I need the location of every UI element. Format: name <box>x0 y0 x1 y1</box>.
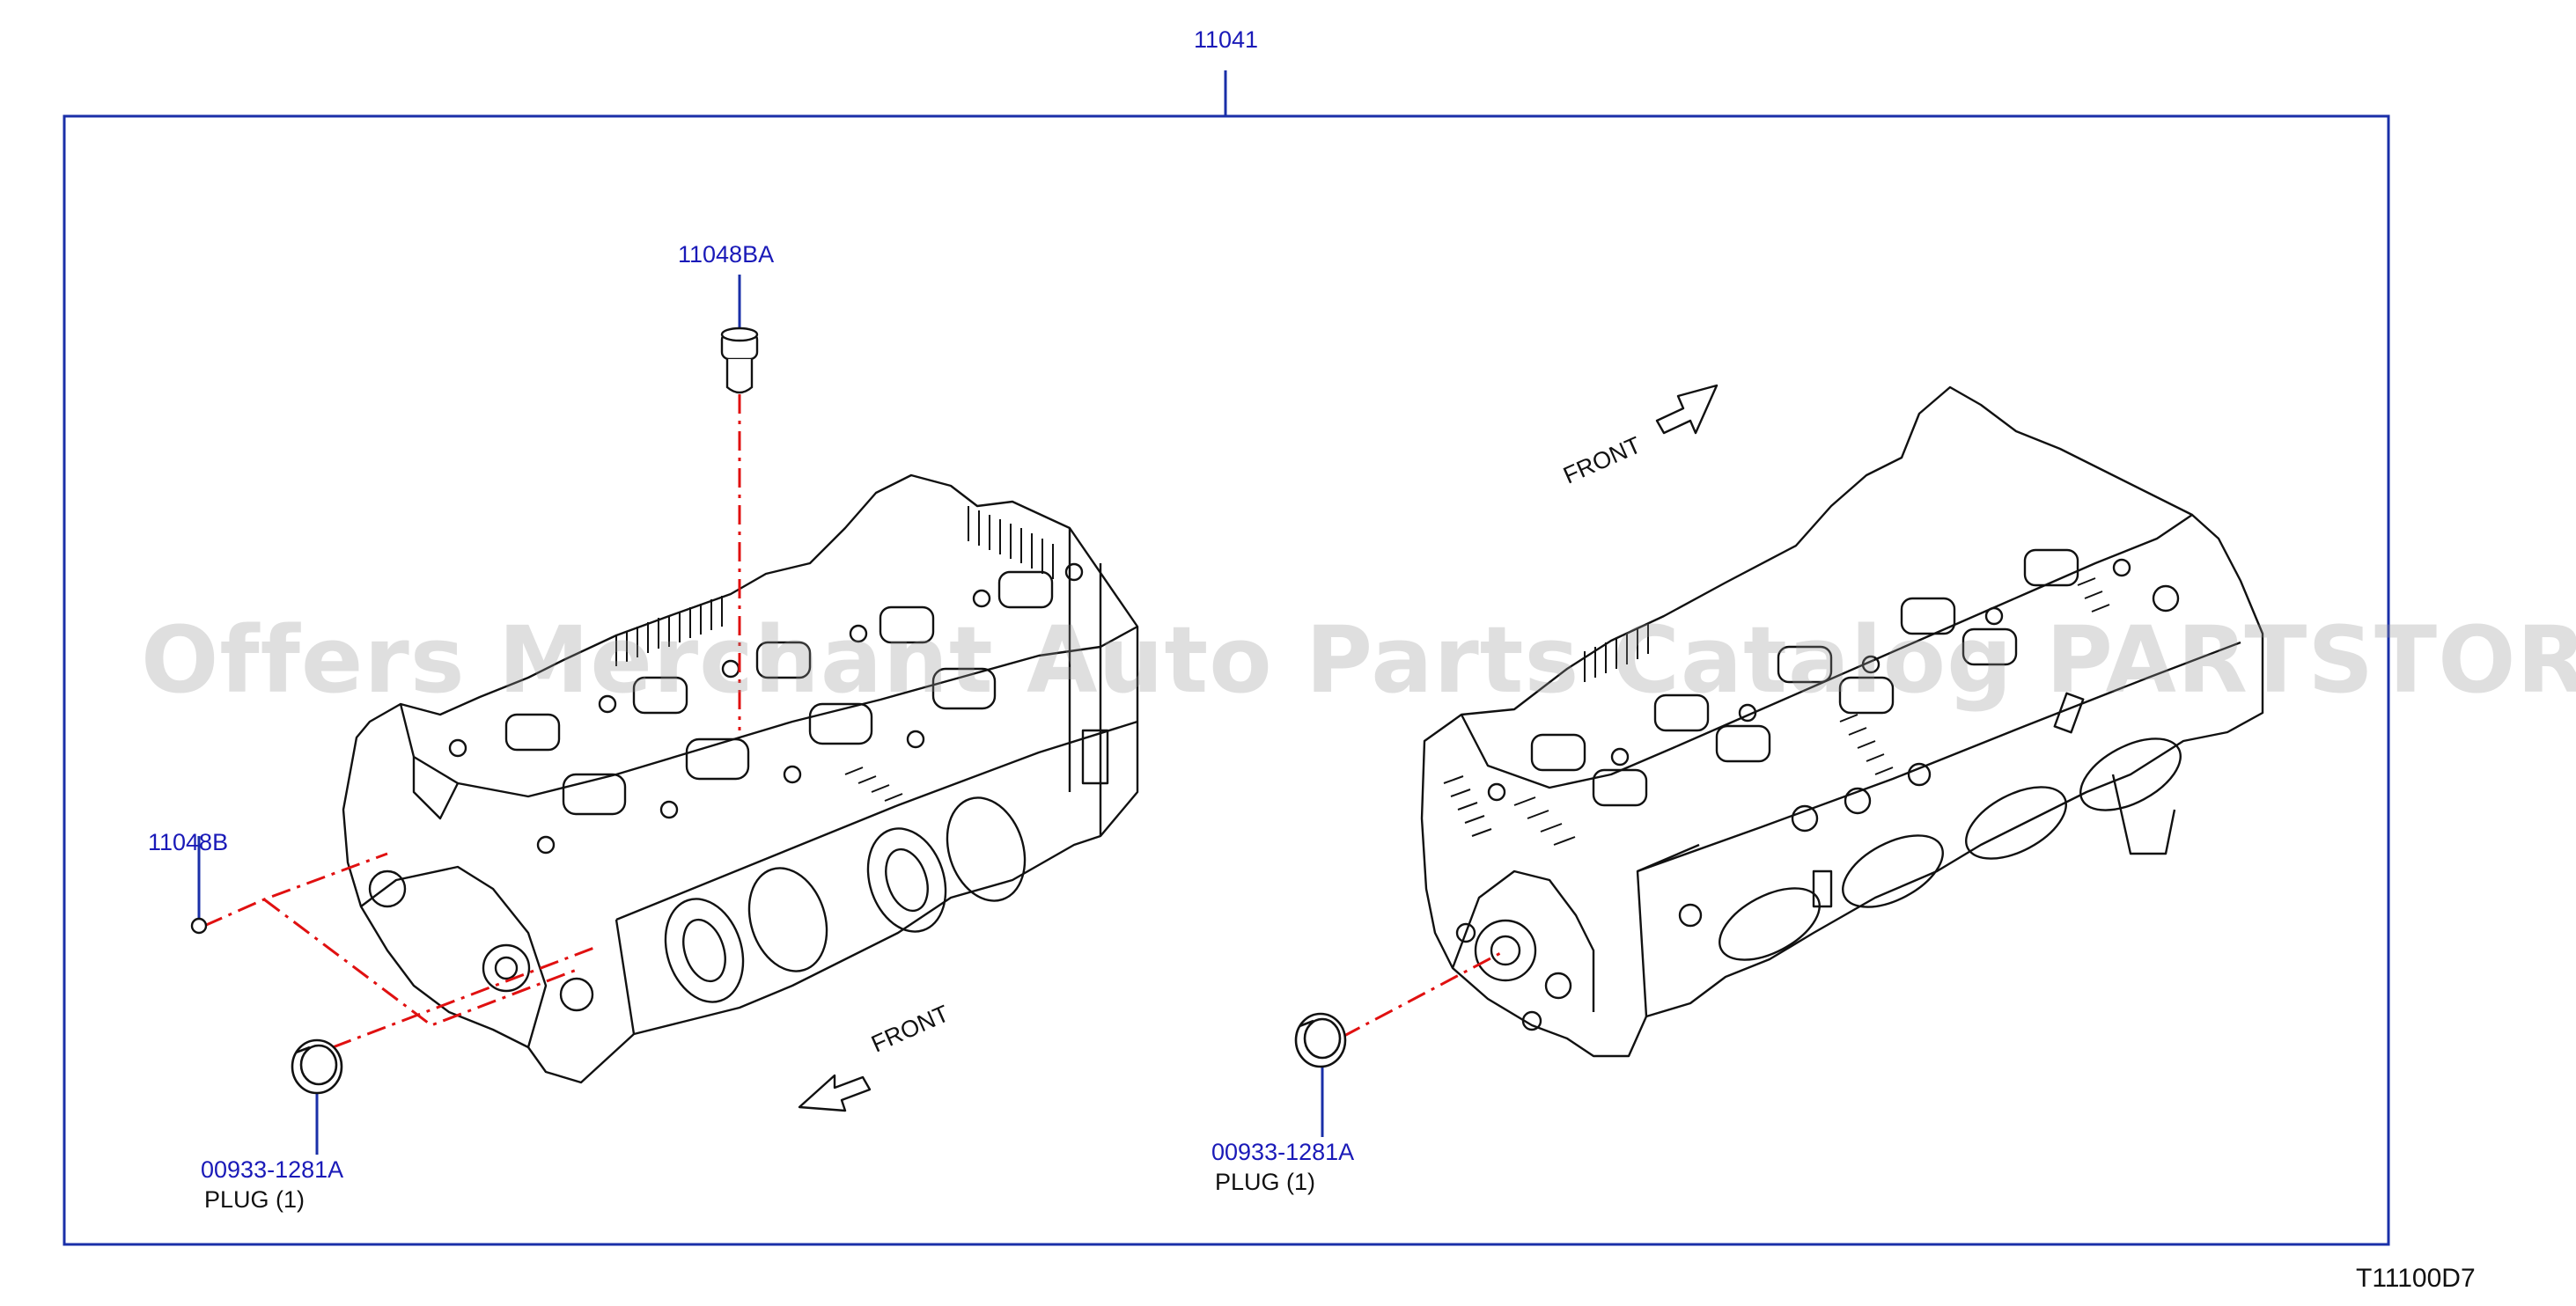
front-arrow-right <box>1655 384 1719 435</box>
plug-note-left: PLUG (1) <box>204 1186 305 1213</box>
part-11048ba-shape <box>720 326 759 394</box>
plug-right-shape <box>1294 1012 1347 1068</box>
callout-plug-left[interactable]: 00933-1281A <box>201 1156 344 1183</box>
callout-11048ba[interactable]: 11048BA <box>678 241 775 268</box>
callout-plug-right[interactable]: 00933-1281A <box>1211 1139 1355 1165</box>
plug-note-right: PLUG (1) <box>1215 1169 1316 1195</box>
callout-11048b[interactable]: 11048B <box>148 829 229 855</box>
dash-line-plug-right <box>1342 949 1506 1038</box>
plug-left-shape <box>291 1038 343 1095</box>
assembly-frame <box>63 114 2390 1246</box>
front-arrow-left <box>798 1074 872 1112</box>
cylinder-head-right <box>1420 385 2264 1058</box>
part-11048b-shape <box>190 917 208 935</box>
hatching-left <box>615 506 1054 802</box>
cylinder-head-left <box>342 473 1139 1084</box>
diagram-code: T11100D7 <box>2356 1264 2476 1293</box>
dash-line-plug-left <box>332 944 600 1049</box>
callout-assembly[interactable]: 11041 <box>1194 26 1259 53</box>
dash-line-11048b <box>203 852 388 928</box>
hatching-right <box>1443 577 2110 846</box>
dash-line-11048b-2 <box>263 898 582 1027</box>
